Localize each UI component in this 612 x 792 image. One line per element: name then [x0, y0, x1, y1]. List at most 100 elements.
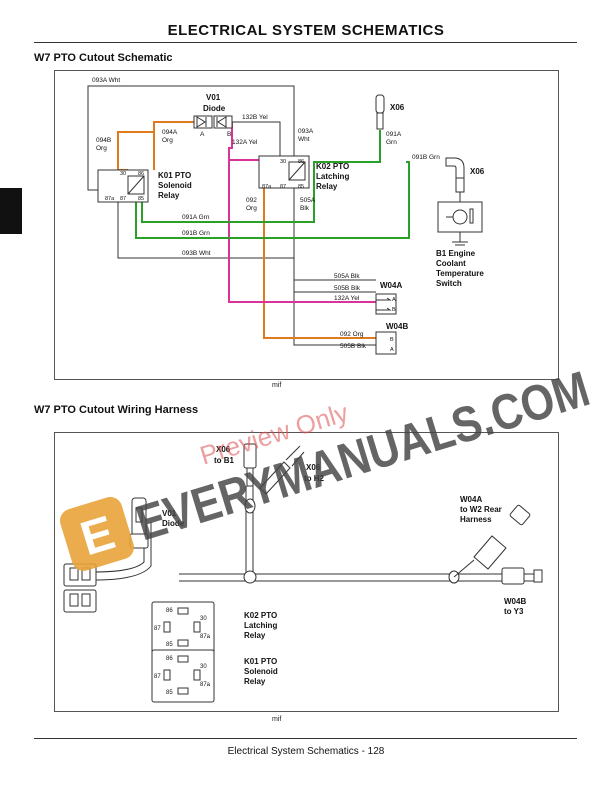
k02-relay-symbol	[258, 155, 310, 189]
label-132b: 132B Yel	[242, 114, 268, 121]
k01-pin-86: 86	[166, 656, 173, 662]
k02-pin-87: 87	[154, 626, 161, 632]
label-k01-86: 86	[138, 171, 144, 177]
label-pin-b: B	[227, 131, 231, 138]
schematic-labels: 093A Wht V01 Diode A B 132B Yel 094A Org…	[92, 77, 485, 353]
wire-green-group	[135, 130, 410, 239]
x06-top-connector	[375, 94, 385, 130]
label-094a-1: 094A	[162, 129, 178, 136]
label-k01-harness-1: K01 PTO	[244, 657, 277, 666]
label-091a-grn: 091A Grn	[182, 214, 210, 221]
schematic-diagram: 093A Wht V01 Diode A B 132B Yel 094A Org…	[54, 70, 559, 380]
label-w04b-b: B	[390, 337, 394, 343]
harness-footer-mif: mif	[272, 716, 282, 723]
label-x06-top: X06	[390, 103, 405, 112]
schematic-frame	[54, 70, 559, 380]
label-092-1: 092	[246, 197, 257, 204]
label-b1-1: B1 Engine	[436, 249, 476, 258]
w04a-harness-connector	[453, 504, 531, 578]
label-k01-87: 87	[120, 196, 126, 202]
label-b1-4: Switch	[436, 279, 462, 288]
harness-frame	[54, 432, 559, 712]
label-k02-harness-1: K02 PTO	[244, 611, 277, 620]
k02-pin-85: 85	[166, 642, 173, 648]
label-094b-2: Org	[96, 145, 107, 152]
label-k02-1: K02 PTO	[316, 162, 349, 171]
k01-pin-87: 87	[154, 674, 161, 680]
label-w04b-2: to Y3	[504, 607, 524, 616]
label-505a-2: Blk	[300, 205, 310, 212]
label-x06-b1-2: to B1	[214, 456, 235, 465]
label-k01-harness-3: Relay	[244, 677, 266, 686]
b1-switch-symbol	[437, 192, 483, 246]
k02-pin-87a: 87a	[200, 634, 211, 640]
wire-092	[263, 182, 376, 339]
label-w04b-1: W04B	[504, 597, 526, 606]
label-094b-1: 094B	[96, 137, 111, 144]
k01-relay-symbol	[97, 169, 149, 203]
wire-091a	[141, 130, 381, 223]
label-093a2-2: Wht	[298, 136, 310, 143]
x06-h2-connector	[259, 445, 305, 495]
label-w04a-b: B	[392, 307, 396, 313]
label-k01-1: K01 PTO	[158, 171, 191, 180]
x06-b1-connector	[243, 443, 257, 487]
label-132a: 132A Yel	[232, 139, 258, 146]
label-w04a-3: Harness	[460, 515, 492, 524]
label-b1-3: Temperature	[436, 269, 484, 278]
label-x06-h2-1: X06	[306, 463, 321, 472]
label-k02-harness-2: Latching	[244, 621, 277, 630]
section-tab	[0, 188, 22, 234]
k01-pin-85: 85	[166, 690, 173, 696]
label-091b-top: 091B Grn	[412, 154, 440, 161]
label-093a2-1: 093A	[298, 128, 314, 135]
label-094a-2: Org	[162, 137, 173, 144]
label-k01-30: 30	[120, 171, 126, 177]
label-092-2: Org	[246, 205, 257, 212]
label-v01: V01	[206, 93, 221, 102]
wire-094a	[153, 121, 199, 170]
v01-diode-component	[129, 497, 149, 549]
label-505b-blk: 505B Blk	[334, 285, 361, 292]
harness-labels: X06 to B1 X06 to H2 V01 Diode W04A to W2…	[162, 445, 526, 686]
label-091a-1: 091A	[386, 131, 402, 138]
label-k02-87a: 87a	[262, 184, 272, 190]
label-k02-87: 87	[280, 184, 286, 190]
w04b-harness-connector	[501, 567, 543, 585]
schematic-title: W7 PTO Cutout Schematic	[34, 52, 173, 64]
label-x06-right: X06	[470, 167, 485, 176]
label-x06-b1-1: X06	[216, 445, 231, 454]
label-093b: 093B Wht	[182, 250, 211, 257]
k02-pin-86: 86	[166, 608, 173, 614]
label-k01-3: Relay	[158, 191, 180, 200]
diode-symbol	[193, 115, 233, 129]
harness-title: W7 PTO Cutout Wiring Harness	[34, 404, 199, 416]
label-diode: Diode	[203, 104, 226, 113]
label-w04b-a: A	[390, 347, 394, 353]
label-b1-2: Coolant	[436, 259, 466, 268]
label-093a: 093A Wht	[92, 77, 120, 84]
label-091b-grn: 091B Grn	[182, 230, 210, 237]
label-w04a-1: W04A	[460, 495, 482, 504]
label-092-org: 092 Org	[340, 331, 364, 338]
label-k02-85: 85	[298, 184, 304, 190]
harness-diagram: X06 to B1 X06 to H2 V01 Diode W04A to W2…	[54, 432, 559, 712]
k01-relay-base	[151, 649, 215, 703]
page-title: ELECTRICAL SYSTEM SCHEMATICS	[167, 22, 445, 39]
label-k01-85: 85	[138, 196, 144, 202]
label-k02-86: 86	[298, 159, 304, 165]
harness-trunk	[93, 486, 534, 582]
title-rule	[34, 42, 577, 43]
k02-relay-base	[151, 601, 215, 655]
label-w04a-a: A	[392, 297, 396, 303]
page-footer: Electrical System Schematics - 128	[227, 746, 385, 757]
w04b-connector	[375, 331, 397, 355]
wire-132b	[232, 121, 281, 158]
wire-132a	[228, 122, 376, 303]
label-v01-2: Diode	[162, 519, 185, 528]
w04a-connector	[375, 293, 397, 315]
schematic-footer-mif: mif	[272, 382, 282, 389]
wire-091b	[135, 161, 410, 239]
label-k02-30: 30	[280, 159, 286, 165]
label-x06-h2-2: to H2	[304, 474, 325, 483]
